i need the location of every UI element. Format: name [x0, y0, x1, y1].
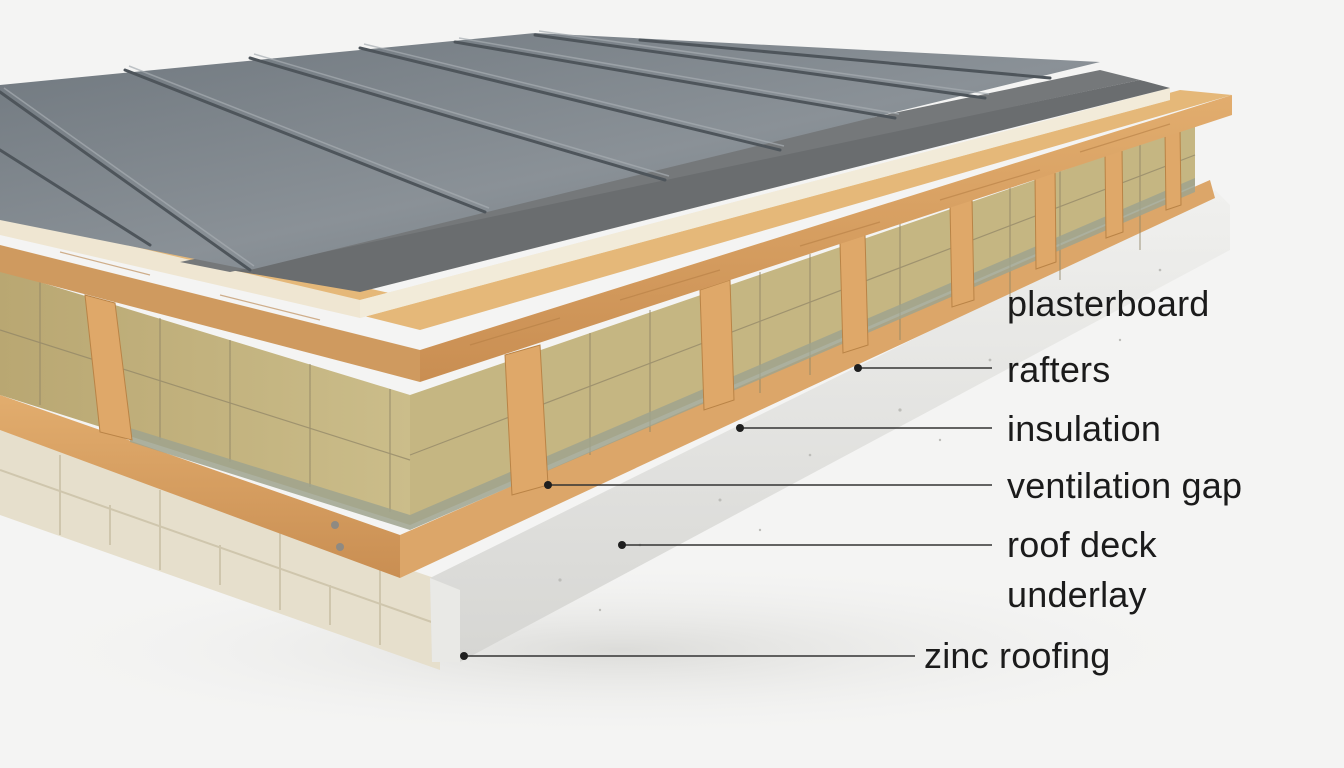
label-insulation: insulation: [1007, 409, 1161, 449]
label-ventilation-gap: ventilation gap: [1007, 466, 1242, 506]
label-roof-deck: roof deck: [1007, 525, 1157, 565]
label-rafters: rafters: [1007, 350, 1110, 390]
label-zinc-roofing: zinc roofing: [924, 636, 1111, 676]
label-plasterboard: plasterboard: [1007, 284, 1210, 324]
label-underlay: underlay: [1007, 575, 1147, 615]
